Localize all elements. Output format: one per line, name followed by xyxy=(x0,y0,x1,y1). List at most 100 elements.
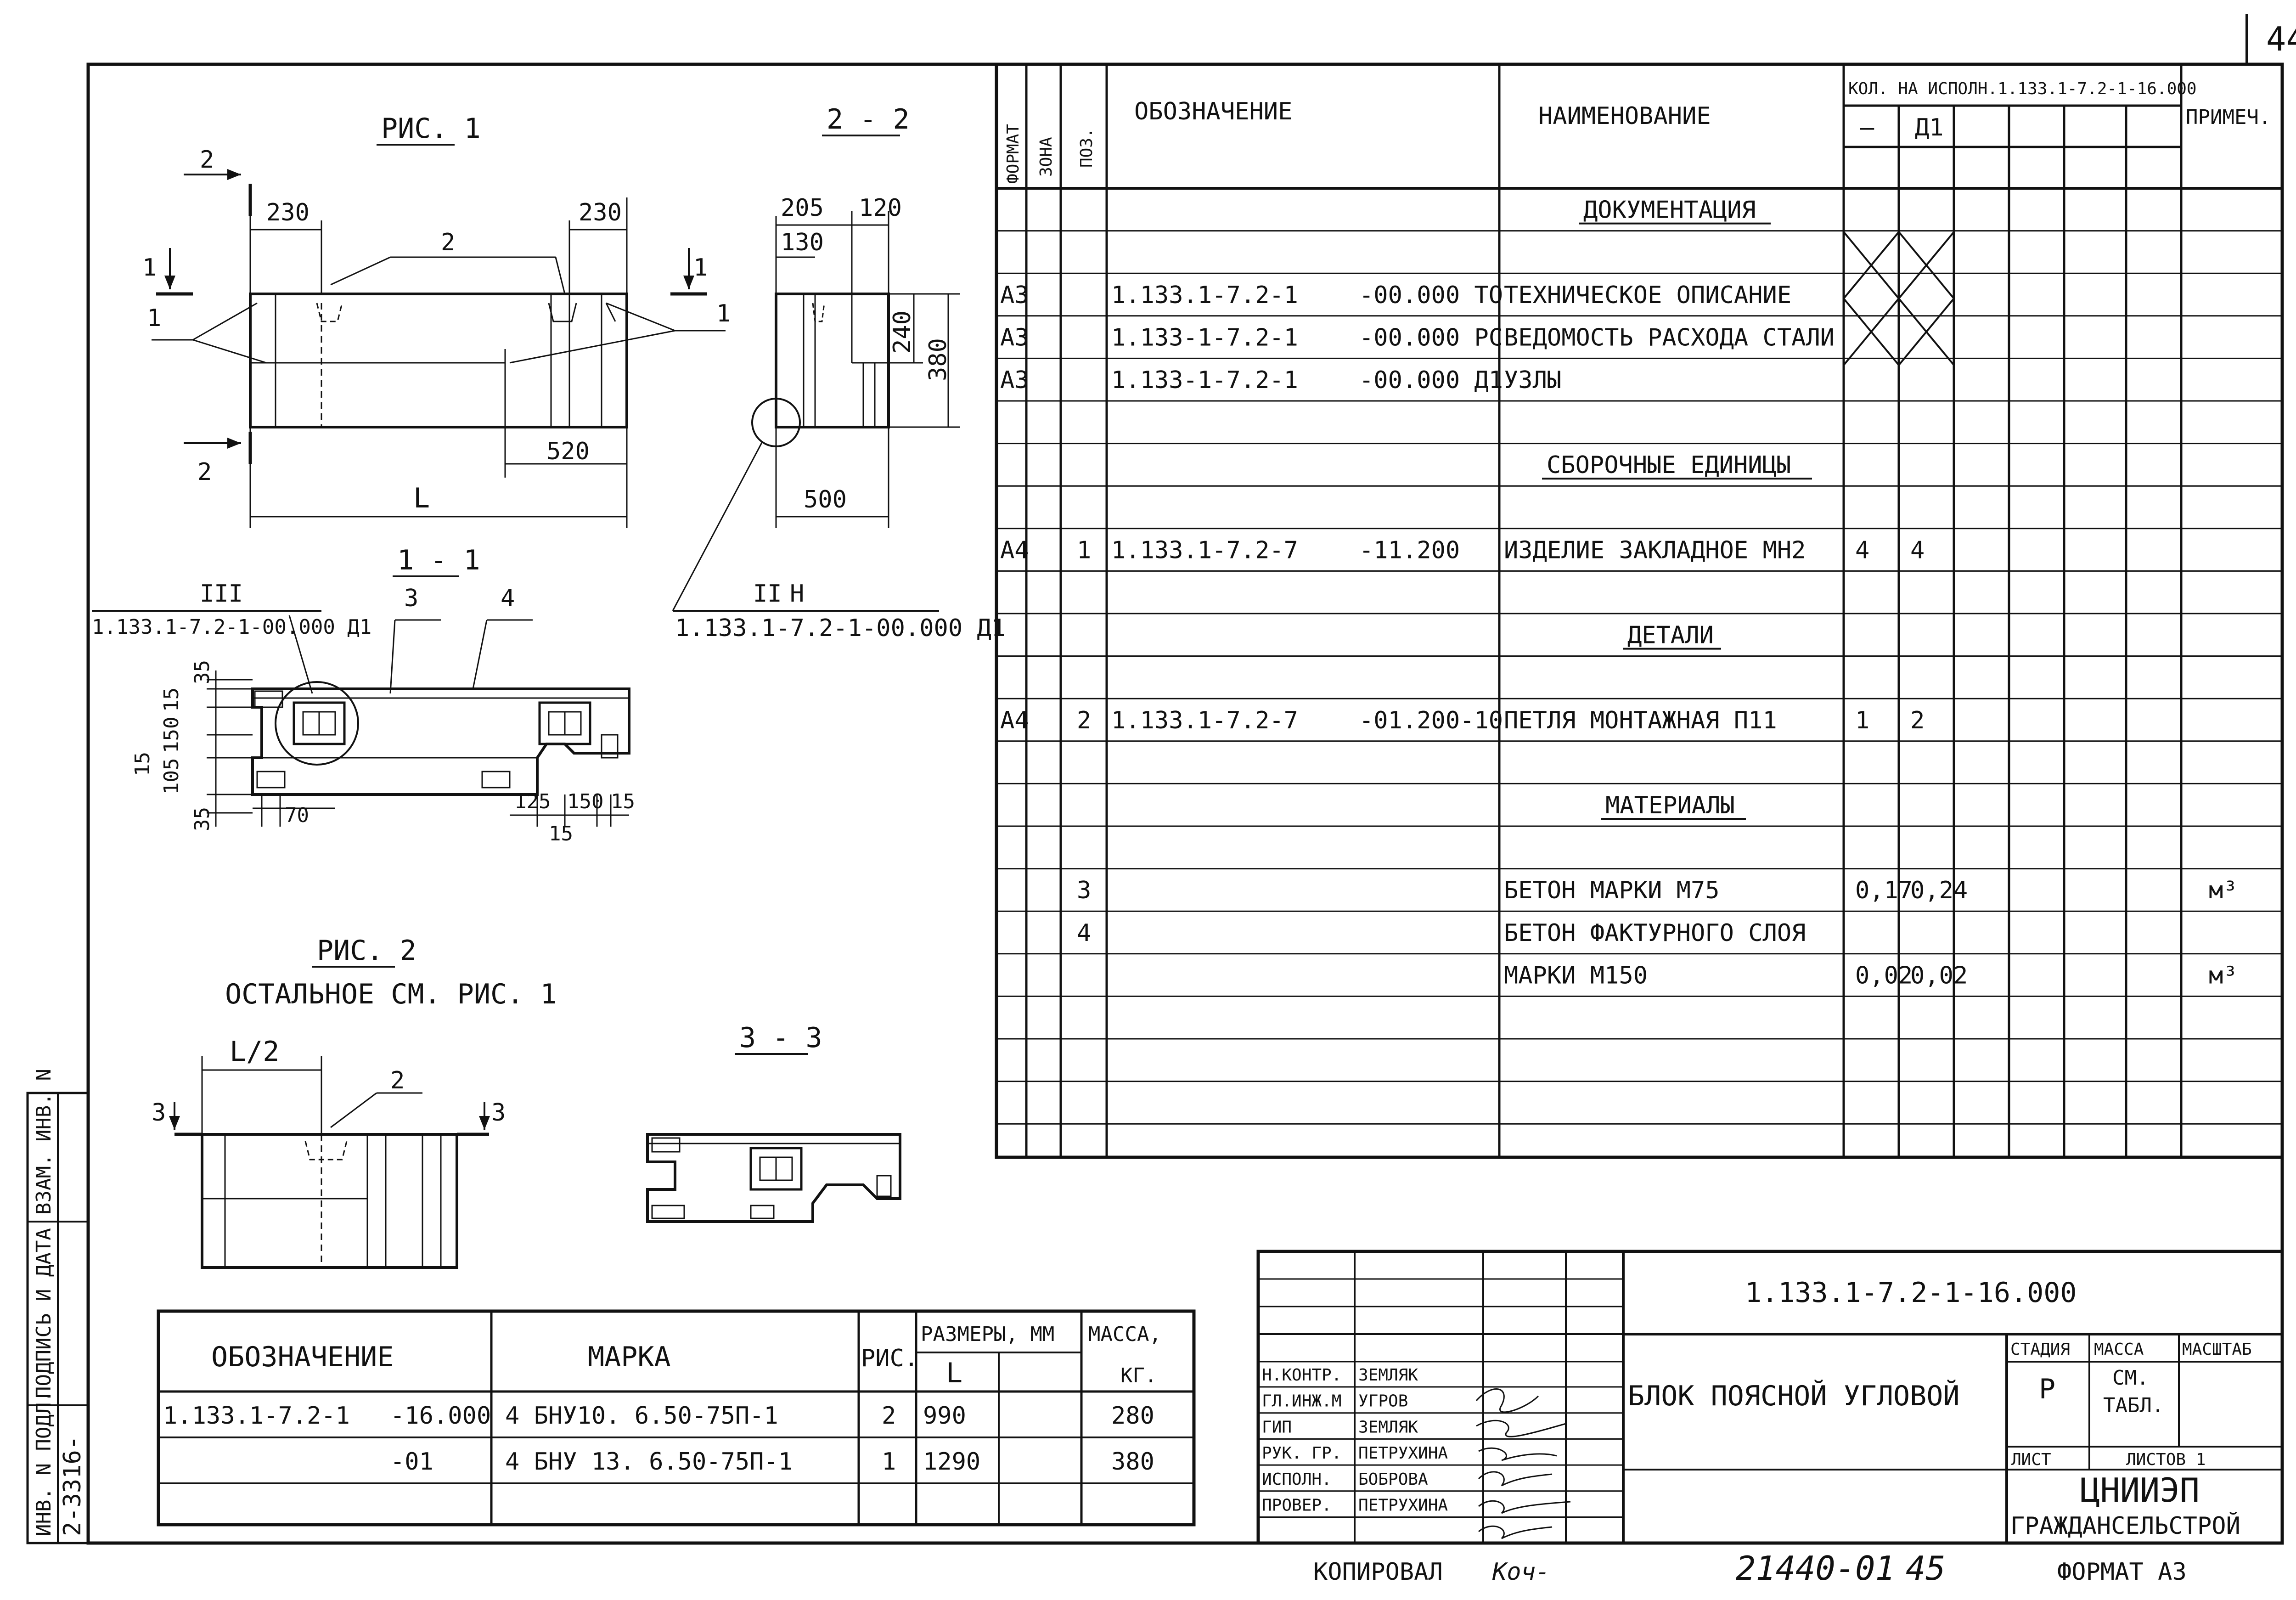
spec-cell-pos: 1 xyxy=(1077,536,1091,564)
spec-table-outline xyxy=(995,62,2284,1159)
spec-cell-name: ИЗДЕЛИЕ ЗАКЛАДНОЕ МН2 xyxy=(1504,536,1806,564)
title-block-org-1: ЦНИИЭП xyxy=(2080,1471,2200,1510)
section-3-3-loop xyxy=(749,1147,803,1191)
spec-cell-suffix: -11.200 xyxy=(1359,536,1460,564)
section-2-2-node-ref: 1.133.1-7.2-1-00.000 Д1 xyxy=(675,614,1006,642)
section-2-2-dim-380: 380 xyxy=(924,338,952,381)
fig1-dim-230-left: 230 xyxy=(266,199,310,226)
variant-cell-L: 1290 xyxy=(923,1448,980,1476)
spec-cell-name: МАРКИ М150 xyxy=(1504,962,1648,989)
variant-cell-fig: 2 xyxy=(882,1402,896,1430)
variant-cell-designation: 1.133.1-7.2-1 xyxy=(163,1402,350,1430)
spec-header-pos: ПОЗ. xyxy=(1077,128,1096,168)
spec-cell-qty-2: 4 xyxy=(1910,536,1925,564)
fig2-callout-2: 2 xyxy=(390,1067,405,1094)
signer-name: ЗЕМЛЯК xyxy=(1358,1418,1418,1437)
section-3-3-title: 3 - 3 xyxy=(739,1022,822,1054)
section-1-1-node-ref: 1.133.1-7.2-1-00.000 Д1 xyxy=(92,615,371,639)
spec-crossed-cells xyxy=(1843,231,1955,366)
spec-cell-note: м³ xyxy=(2209,962,2238,989)
variant-header-sizes: РАЗМЕРЫ, ММ xyxy=(921,1323,1054,1346)
section-1-1-callout-3: 3 xyxy=(404,585,418,612)
signer-role: ИСПОЛН. xyxy=(1262,1470,1332,1489)
variant-cell-mark: 4 БНУ10. 6.50-75П-1 xyxy=(505,1402,778,1430)
title-block-code: 1.133.1-7.2-1-16.000 xyxy=(1745,1277,2077,1309)
section-2-2-outline xyxy=(775,293,890,428)
section-3-3-hatch-3 xyxy=(750,1205,775,1219)
spec-cell-qty-1: 1 xyxy=(1855,707,1869,734)
variant-cell-fig: 1 xyxy=(882,1448,896,1476)
section-3-3-hatch-4 xyxy=(876,1175,892,1197)
spec-cell-name: ДОКУМЕНТАЦИЯ xyxy=(1583,197,1756,224)
section-1-1-dim-15-right: 15 xyxy=(611,790,635,813)
title-block-name: БЛОК ПОЯСНОЙ УГЛОВОЙ xyxy=(1628,1379,1959,1412)
section-1-1-dim-150: 150 xyxy=(160,717,183,753)
section-1-1-title: 1 - 1 xyxy=(397,544,480,576)
section-1-1-dim-35-top: 35 xyxy=(191,660,214,684)
variant-header-designation: ОБОЗНАЧЕНИЕ xyxy=(211,1341,394,1373)
side-stamp-inv-orig: ИНВ. N ПОДЛ. xyxy=(32,1390,56,1536)
section-2-2-dim-130: 130 xyxy=(781,229,824,256)
signer-role: ГЛ.ИНЖ.М xyxy=(1262,1392,1341,1411)
title-block-org-2: ГРАЖДАНСЕЛЬСТРОЙ xyxy=(2010,1512,2240,1540)
section-1-1-detail-circle xyxy=(275,681,359,766)
spec-cell-name: МАТЕРИАЛЫ xyxy=(1605,792,1735,819)
side-stamp-inv-repl: ВЗАМ. ИНВ. N xyxy=(32,1069,56,1215)
spec-cell-suffix: -00.000 РС xyxy=(1359,324,1503,351)
copied-by-signature: Коч- xyxy=(1492,1558,1550,1586)
spec-header-qty-d1: Д1 xyxy=(1915,114,1944,141)
spec-cell-qty-2: 2 xyxy=(1910,707,1925,734)
spec-header-qty-dash: — xyxy=(1860,114,1874,141)
title-block-sheet-label: ЛИСТ xyxy=(2011,1450,2051,1469)
fig1-dim-520: 520 xyxy=(546,438,590,465)
section-2-2-dim-205: 205 xyxy=(781,194,824,222)
variant-cell-mass: 380 xyxy=(1111,1448,1154,1476)
fig2-drawing: РИС. 2 ОСТАЛЬНОЕ СМ. РИС. 1 L/2 2 3 3 xyxy=(152,935,557,1269)
copied-by-label: КОПИРОВАЛ xyxy=(1313,1558,1443,1586)
section-2-2-title: 2 - 2 xyxy=(827,103,910,135)
fig1-section-mark-2-top: 2 xyxy=(200,146,214,174)
signer-name: ЗЕМЛЯК xyxy=(1358,1366,1418,1385)
spec-cell-pos: 2 xyxy=(1077,707,1091,734)
spec-cell-suffix: -01.200-10 xyxy=(1359,707,1503,734)
spec-cell-format: А4 xyxy=(1000,536,1029,564)
spec-cell-format: А3 xyxy=(1000,324,1029,351)
spec-cell-qty-1: 0,02 xyxy=(1855,962,1913,989)
section-1-1-dim-125: 125 xyxy=(514,790,551,813)
page-code: 45 xyxy=(1906,1549,1946,1588)
variant-table-outline xyxy=(157,1309,1196,1527)
page-number: 44 xyxy=(2266,20,2296,58)
section-2-2-drawing: 2 - 2 205 120 130 240 380 500 II Н 1.13 xyxy=(672,103,1006,642)
spec-cell-name: БЕТОН ФАКТУРНОГО СЛОЯ xyxy=(1504,919,1806,947)
spec-cell-qty-2: 0,24 xyxy=(1910,877,1968,904)
fig1-title: РИС. 1 xyxy=(381,113,481,145)
spec-cell-format: А3 xyxy=(1000,282,1029,309)
spec-header-designation: ОБОЗНАЧЕНИЕ xyxy=(1134,98,1292,125)
spec-table: ФОРМАТ ЗОНА ПОЗ. ОБОЗНАЧЕНИЕ НАИМЕНОВАНИ… xyxy=(995,62,2284,1159)
spec-cell-qty-1: 0,17 xyxy=(1855,877,1913,904)
title-block-mass-label: МАССА xyxy=(2094,1340,2144,1359)
spec-cell-suffix: -00.000 Д1 xyxy=(1359,366,1503,394)
spec-cell-name: СБОРОЧНЫЕ ЕДИНИЦЫ xyxy=(1547,451,1791,479)
fig1-callout-1-left: 1 xyxy=(147,304,161,332)
variant-header-mass: МАССА, xyxy=(1088,1323,1161,1346)
spec-header-note: ПРИМЕЧ. xyxy=(2186,106,2271,129)
section-1-1-dim-70: 70 xyxy=(285,804,309,827)
section-1-1-loop-right xyxy=(538,701,591,745)
section-2-2-node-mark-2: Н xyxy=(790,580,804,608)
spec-cell-name: УЗЛЫ xyxy=(1504,366,1561,394)
fig1-callout-1-right: 1 xyxy=(716,300,731,327)
variant-cell-suffix: -01 xyxy=(390,1448,433,1476)
spec-cell-designation: 1.133-1-7.2-1 xyxy=(1111,324,1298,351)
spec-header-name: НАИМЕНОВАНИЕ xyxy=(1538,102,1711,130)
spec-cell-pos: 4 xyxy=(1077,919,1091,947)
variant-cell-mass: 280 xyxy=(1111,1402,1154,1430)
inventory-number: 21440-01 xyxy=(1736,1549,1895,1588)
signer-name: ПЕТРУХИНА xyxy=(1358,1496,1448,1515)
spec-cell-suffix: -00.000 ТО xyxy=(1359,282,1503,309)
signer-role: ГИП xyxy=(1262,1418,1292,1437)
fig2-block-outline xyxy=(201,1133,458,1269)
